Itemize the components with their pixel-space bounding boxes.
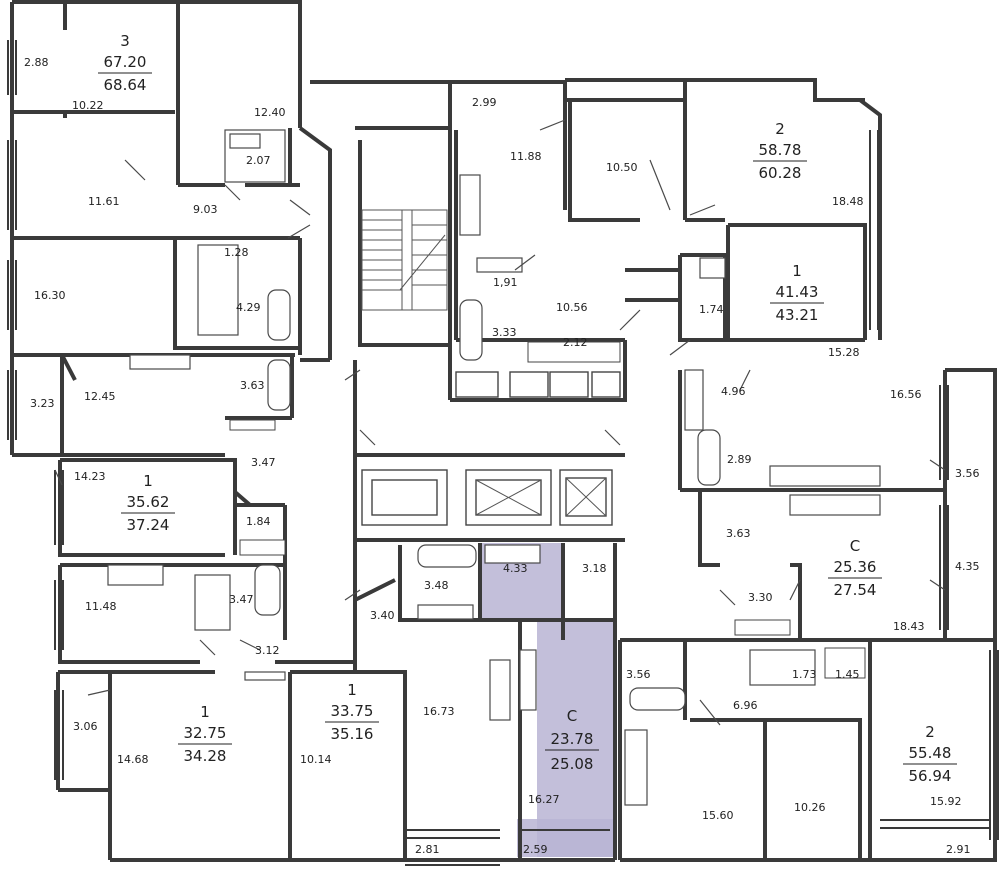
room-area: 10.26 [794, 801, 826, 814]
room-area: 1,91 [493, 276, 518, 289]
room-area: 16.30 [34, 289, 66, 302]
room-area: 10.56 [556, 301, 588, 314]
apt-living-area: 55.48 [909, 744, 952, 762]
apt-total-area: 37.24 [127, 516, 170, 534]
apt-total-area: 56.94 [909, 767, 952, 785]
room-area: 2.59 [523, 843, 548, 856]
room-area: 10.50 [606, 161, 638, 174]
room-area: 4.35 [955, 560, 980, 573]
room-area: 2.07 [246, 154, 271, 167]
room-area: 3.40 [370, 609, 395, 622]
room-area: 11.61 [88, 195, 120, 208]
staircase [361, 209, 448, 311]
apartment-label-a8[interactable]: C 23.78 25.08 [545, 707, 599, 773]
apartment-label-a7[interactable]: 1 33.75 35.16 [325, 681, 379, 743]
room-area: 1.28 [224, 246, 249, 259]
apt-rooms: 2 [925, 723, 935, 741]
room-area: 2.99 [472, 96, 497, 109]
room-area: 2.88 [24, 56, 49, 69]
room-area: 6.96 [733, 699, 758, 712]
room-area-labels: 2.88 10.22 12.40 2.07 11.61 9.03 1.28 16… [24, 56, 980, 856]
room-area: 15.60 [702, 809, 734, 822]
room-area: 3.12 [255, 644, 280, 657]
room-area: 2.91 [946, 843, 971, 856]
apt-living-area: 33.75 [331, 702, 374, 720]
room-area: 2.12 [563, 336, 588, 349]
room-area: 2.81 [415, 843, 440, 856]
apartment-label-a6[interactable]: 1 32.75 34.28 [178, 703, 232, 765]
room-area: 1.45 [835, 668, 860, 681]
room-area: 3.63 [240, 379, 265, 392]
room-area: 3.47 [229, 593, 254, 606]
apartment-label-a4[interactable]: 1 35.62 37.24 [121, 472, 175, 534]
room-area: 3.33 [492, 326, 517, 339]
apt-total-area: 68.64 [104, 76, 147, 94]
apt-living-area: 41.43 [776, 283, 819, 301]
apt-living-area: 58.78 [759, 141, 802, 159]
room-area: 4.96 [721, 385, 746, 398]
apartment-label-a9[interactable]: 2 55.48 56.94 [903, 723, 957, 785]
apt-rooms: C [567, 707, 577, 725]
room-area: 3.30 [748, 591, 773, 604]
apt-total-area: 34.28 [184, 747, 227, 765]
room-area: 4.29 [236, 301, 261, 314]
room-area: 3.63 [726, 527, 751, 540]
room-area: 16.27 [528, 793, 560, 806]
room-area: 3.56 [955, 467, 980, 480]
elevators [361, 371, 621, 526]
apt-rooms: 1 [200, 703, 210, 721]
walls [10, 0, 997, 862]
room-area: 9.03 [193, 203, 218, 216]
room-area: 3.06 [73, 720, 98, 733]
room-area: 10.22 [72, 99, 104, 112]
apt-living-area: 35.62 [127, 493, 170, 511]
room-area: 16.56 [890, 388, 922, 401]
room-area: 15.28 [828, 346, 860, 359]
apt-total-area: 27.54 [834, 581, 877, 599]
apt-rooms: 1 [792, 262, 802, 280]
apartment-label-a2[interactable]: 2 58.78 60.28 [753, 120, 807, 182]
room-area: 1.74 [699, 303, 724, 316]
room-area: 11.88 [510, 150, 542, 163]
apt-total-area: 25.08 [551, 755, 594, 773]
apt-total-area: 60.28 [759, 164, 802, 182]
room-area: 11.48 [85, 600, 117, 613]
apt-living-area: 32.75 [184, 724, 227, 742]
apt-rooms: 1 [143, 472, 153, 490]
windows [7, 40, 999, 866]
room-area: 14.23 [74, 470, 106, 483]
room-area: 3.56 [626, 668, 651, 681]
room-area: 2.89 [727, 453, 752, 466]
apt-living-area: 23.78 [551, 730, 594, 748]
room-area: 15.92 [930, 795, 962, 808]
room-area: 18.43 [893, 620, 925, 633]
apt-rooms: 2 [775, 120, 785, 138]
fixtures [107, 129, 881, 806]
apt-rooms: C [850, 537, 860, 555]
apt-total-area: 43.21 [776, 306, 819, 324]
apartment-label-a3[interactable]: 1 41.43 43.21 [770, 262, 824, 324]
apartment-label-a1[interactable]: 3 67.20 68.64 [98, 32, 152, 94]
room-area: 12.45 [84, 390, 116, 403]
room-area: 18.48 [832, 195, 864, 208]
apt-rooms: 3 [120, 32, 130, 50]
room-area: 3.48 [424, 579, 449, 592]
apt-living-area: 25.36 [834, 558, 877, 576]
apt-total-area: 35.16 [331, 725, 374, 743]
doors [54, 119, 946, 726]
apt-rooms: 1 [347, 681, 357, 699]
room-area: 3.47 [251, 456, 276, 469]
room-area: 10.14 [300, 753, 332, 766]
room-area: 1.84 [246, 515, 271, 528]
apartment-label-a5[interactable]: C 25.36 27.54 [828, 537, 882, 599]
room-area: 14.68 [117, 753, 149, 766]
room-area: 3.18 [582, 562, 607, 575]
room-area: 4.33 [503, 562, 528, 575]
apt-living-area: 67.20 [104, 53, 147, 71]
room-area: 3.23 [30, 397, 55, 410]
room-area: 1.73 [792, 668, 817, 681]
room-area: 16.73 [423, 705, 455, 718]
room-area: 12.40 [254, 106, 286, 119]
